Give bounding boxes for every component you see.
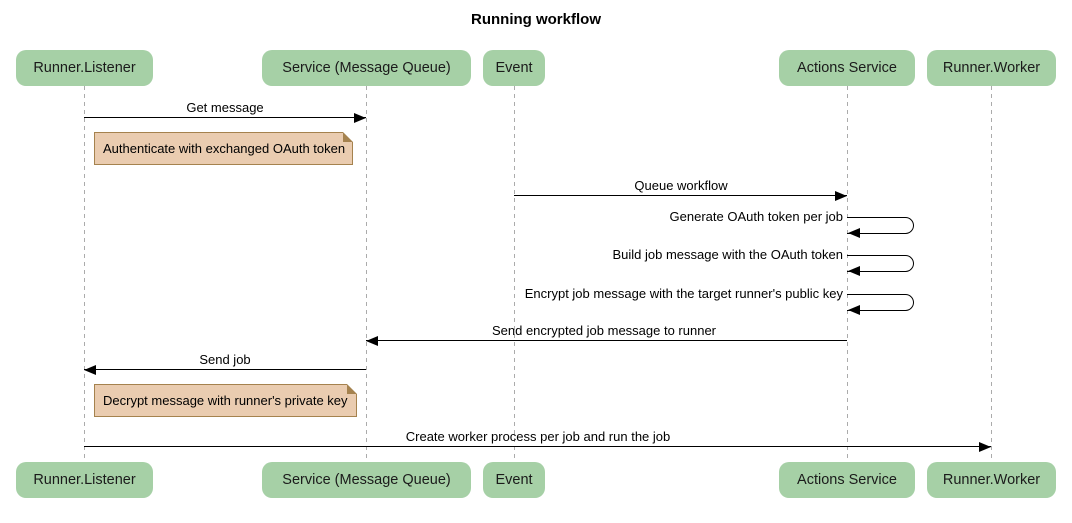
note-authenticate-oauth: Authenticate with exchanged OAuth token xyxy=(94,132,353,165)
arrowhead-icon xyxy=(835,191,847,201)
note-text: Authenticate with exchanged OAuth token xyxy=(103,141,346,156)
message-arrow-send-job xyxy=(84,369,366,370)
diagram-title: Running workflow xyxy=(471,11,601,28)
message-label-generate-oauth-token: Generate OAuth token per job xyxy=(669,209,843,224)
arrowhead-icon xyxy=(848,266,860,276)
message-arrow-send-encrypted-job xyxy=(366,340,847,341)
lifeline-runner-listener xyxy=(84,86,85,462)
self-loop-encrypt-job-message xyxy=(847,294,914,311)
participant-runner-listener-bottom: Runner.Listener xyxy=(16,462,153,498)
arrowhead-icon xyxy=(366,336,378,346)
self-loop-generate-oauth-token xyxy=(847,217,914,234)
arrowhead-icon xyxy=(848,305,860,315)
participant-runner-worker-top: Runner.Worker xyxy=(927,50,1056,86)
note-text: Decrypt message with runner's private ke… xyxy=(103,393,348,408)
message-label-queue-workflow: Queue workflow xyxy=(634,178,728,193)
arrowhead-icon xyxy=(979,442,991,452)
lifeline-actions-service xyxy=(847,86,848,462)
arrowhead-icon xyxy=(848,228,860,238)
participant-event-top: Event xyxy=(483,50,545,86)
participant-event-bottom: Event xyxy=(483,462,545,498)
participant-runner-listener-top: Runner.Listener xyxy=(16,50,153,86)
message-arrow-get-message xyxy=(84,117,366,118)
participant-runner-worker-bottom: Runner.Worker xyxy=(927,462,1056,498)
participant-service-message-queue-bottom: Service (Message Queue) xyxy=(262,462,471,498)
message-label-send-job: Send job xyxy=(199,352,251,367)
arrowhead-icon xyxy=(354,113,366,123)
self-loop-build-job-message xyxy=(847,255,914,272)
message-label-encrypt-job-message: Encrypt job message with the target runn… xyxy=(524,286,843,301)
note-decrypt-message: Decrypt message with runner's private ke… xyxy=(94,384,357,417)
arrowhead-icon xyxy=(84,365,96,375)
participant-service-message-queue-top: Service (Message Queue) xyxy=(262,50,471,86)
lifeline-event xyxy=(514,86,515,462)
message-label-build-job-message: Build job message with the OAuth token xyxy=(612,247,843,262)
message-label-send-encrypted-job: Send encrypted job message to runner xyxy=(491,323,717,338)
lifeline-service-message-queue xyxy=(366,86,367,462)
message-label-get-message: Get message xyxy=(186,100,264,115)
message-arrow-queue-workflow xyxy=(514,195,847,196)
message-label-create-worker: Create worker process per job and run th… xyxy=(405,429,671,444)
lifeline-runner-worker xyxy=(991,86,992,462)
participant-actions-service-bottom: Actions Service xyxy=(779,462,915,498)
participant-actions-service-top: Actions Service xyxy=(779,50,915,86)
message-arrow-create-worker xyxy=(84,446,991,447)
